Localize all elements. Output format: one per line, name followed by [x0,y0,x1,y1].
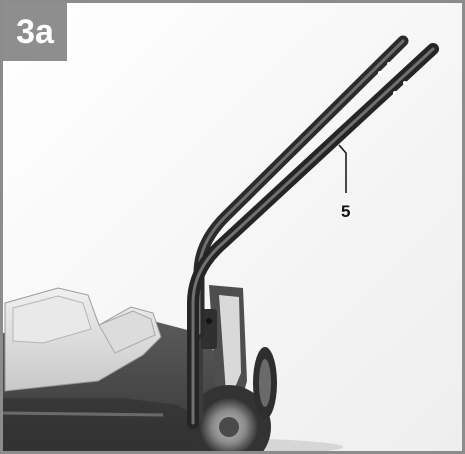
callout-label: 5 [341,202,351,221]
figure-label-badge: 3a [3,3,67,61]
handle-bar-front [187,43,439,429]
callout-leader-line [338,144,347,193]
rear-wheel [187,385,271,451]
rear-wheel-far [253,347,277,419]
lawnmower-handle-photo [3,3,462,451]
handle-holes [378,62,407,95]
grass-box-cover [4,287,162,392]
